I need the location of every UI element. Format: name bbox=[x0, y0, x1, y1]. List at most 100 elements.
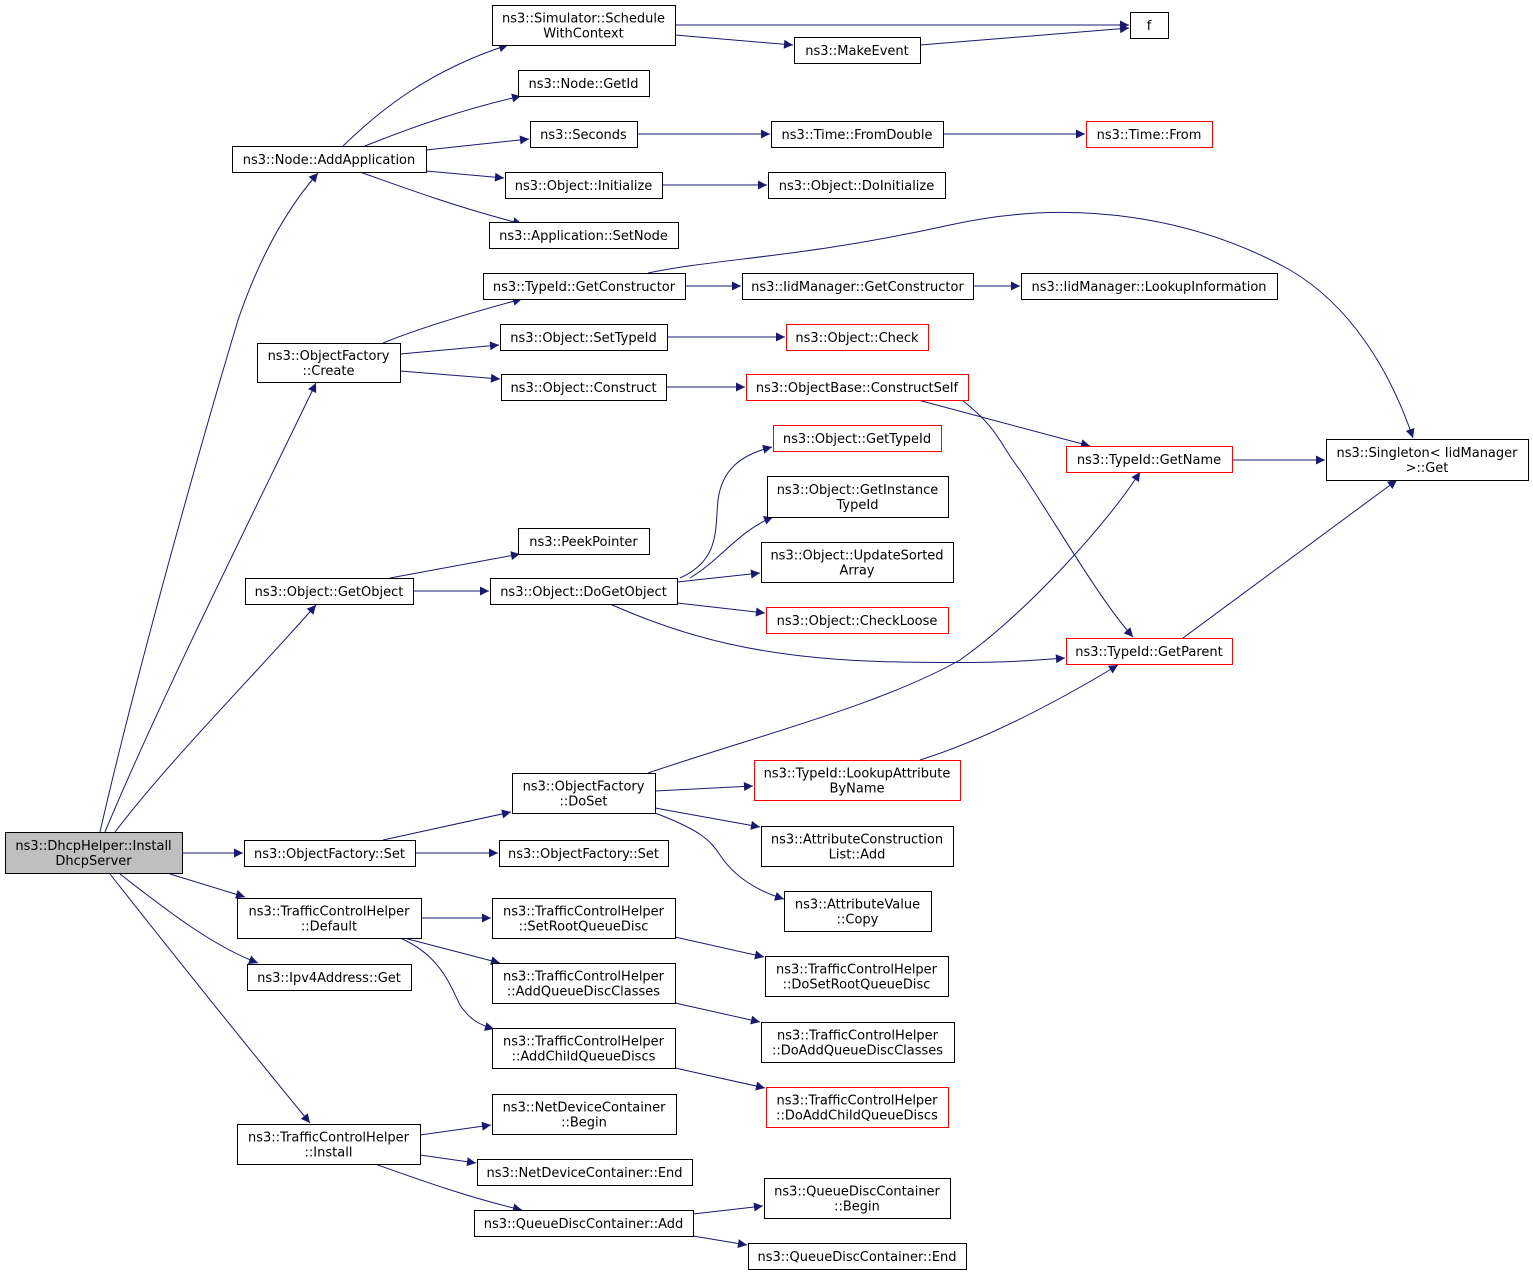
edge-root-to-getObject bbox=[114, 604, 317, 833]
node-addQDClasses[interactable]: ns3::TrafficControlHelper::AddQueueDiscC… bbox=[492, 963, 676, 1004]
node-qdcEnd[interactable]: ns3::QueueDiscContainer::End bbox=[748, 1243, 967, 1270]
node-ipv4Get[interactable]: ns3::Ipv4Address::Get bbox=[247, 964, 412, 991]
node-box bbox=[518, 70, 650, 97]
edge-makeEvent-to-f bbox=[919, 24, 1130, 46]
node-objDoInitialize[interactable]: ns3::Object::DoInitialize bbox=[768, 172, 946, 199]
node-ndcBegin[interactable]: ns3::NetDeviceContainer::Begin bbox=[492, 1094, 677, 1135]
node-typeIdGetParent[interactable]: ns3::TypeId::GetParent bbox=[1066, 638, 1233, 665]
node-label-line: ns3::TrafficControlHelper bbox=[777, 1029, 939, 1044]
node-label-line: ::Create bbox=[303, 364, 355, 379]
node-tchInstall[interactable]: ns3::TrafficControlHelper::Install bbox=[237, 1124, 421, 1165]
node-label-line: ns3::IidManager::GetConstructor bbox=[751, 280, 964, 295]
node-label-line: ns3::ObjectFactory bbox=[523, 780, 645, 795]
node-iidLookupInfo[interactable]: ns3::IidManager::LookupInformation bbox=[1021, 273, 1278, 300]
node-factoryDoSet[interactable]: ns3::ObjectFactory::DoSet bbox=[512, 773, 656, 814]
edge-doGetObject-to-objGetInstTypeId bbox=[689, 516, 774, 579]
node-tchDefault[interactable]: ns3::TrafficControlHelper::Default bbox=[237, 898, 422, 939]
node-seconds[interactable]: ns3::Seconds bbox=[530, 121, 638, 148]
node-factorySet2[interactable]: ns3::ObjectFactory::Set bbox=[499, 840, 669, 867]
node-box bbox=[530, 121, 638, 148]
edge-factoryDoSet-to-lookupAttr bbox=[654, 781, 754, 792]
node-objInitialize[interactable]: ns3::Object::Initialize bbox=[505, 172, 663, 199]
node-box bbox=[761, 542, 954, 583]
node-label-line: ns3::Object::DoGetObject bbox=[500, 585, 667, 600]
edge-factoryCreate-to-objConstruct bbox=[399, 370, 501, 383]
edge-root-to-tchDefault bbox=[169, 873, 246, 899]
node-addApplication[interactable]: ns3::Node::AddApplication bbox=[232, 146, 427, 173]
node-box bbox=[742, 273, 974, 300]
node-doSetRootQD[interactable]: ns3::TrafficControlHelper::DoSetRootQueu… bbox=[765, 956, 949, 997]
node-attrValueCopy[interactable]: ns3::AttributeValue::Copy bbox=[784, 891, 932, 932]
node-constructSelf[interactable]: ns3::ObjectBase::ConstructSelf bbox=[746, 374, 969, 401]
node-objSetTypeId[interactable]: ns3::Object::SetTypeId bbox=[500, 324, 668, 351]
node-qdcBegin[interactable]: ns3::QueueDiscContainer::Begin bbox=[764, 1178, 951, 1219]
node-box bbox=[490, 578, 678, 605]
node-makeEvent[interactable]: ns3::MakeEvent bbox=[794, 37, 921, 64]
node-nodeGetId[interactable]: ns3::Node::GetId bbox=[518, 70, 650, 97]
node-doGetObject[interactable]: ns3::Object::DoGetObject bbox=[490, 578, 678, 605]
node-label-line: ns3::QueueDiscContainer::End bbox=[757, 1250, 956, 1265]
node-checkLoose[interactable]: ns3::Object::CheckLoose bbox=[766, 607, 949, 634]
node-label-line: DhcpServer bbox=[55, 854, 132, 869]
node-box bbox=[492, 1028, 676, 1069]
node-typeIdGetName[interactable]: ns3::TypeId::GetName bbox=[1066, 446, 1233, 473]
node-singletonGet[interactable]: ns3::Singleton< IidManager >::Get bbox=[1326, 439, 1529, 481]
node-box bbox=[754, 760, 961, 801]
node-ndcEnd[interactable]: ns3::NetDeviceContainer::End bbox=[477, 1159, 693, 1186]
node-label-line: ns3::TypeId::GetName bbox=[1077, 453, 1221, 468]
node-box bbox=[489, 222, 679, 249]
node-label-line: ByName bbox=[830, 782, 885, 797]
node-label-line: ns3::ObjectFactory::Set bbox=[508, 847, 659, 862]
node-box bbox=[761, 1022, 955, 1063]
node-box bbox=[499, 840, 669, 867]
edge-factoryDoSet-to-attrValueCopy bbox=[654, 812, 785, 901]
node-doAddQDClasses[interactable]: ns3::TrafficControlHelper::DoAddQueueDis… bbox=[761, 1022, 955, 1063]
node-qdcAdd[interactable]: ns3::QueueDiscContainer::Add bbox=[474, 1210, 694, 1237]
node-iidGetCtor[interactable]: ns3::IidManager::GetConstructor bbox=[742, 273, 974, 300]
node-box bbox=[773, 425, 942, 452]
node-box bbox=[764, 1178, 951, 1219]
edge-doGetObject-to-typeIdGetParent bbox=[609, 603, 1066, 664]
node-appSetNode[interactable]: ns3::Application::SetNode bbox=[489, 222, 679, 249]
node-typeIdGetCtor[interactable]: ns3::TypeId::GetConstructor bbox=[483, 273, 686, 300]
node-timeFrom[interactable]: ns3::Time::From bbox=[1086, 121, 1213, 148]
node-box bbox=[500, 324, 668, 351]
node-objGetTypeId[interactable]: ns3::Object::GetTypeId bbox=[773, 425, 942, 452]
node-objConstruct[interactable]: ns3::Object::Construct bbox=[501, 374, 667, 401]
node-layer: ns3::DhcpHelper::InstallDhcpServerns3::N… bbox=[5, 5, 1529, 1270]
node-label-line: ns3::TypeId::LookupAttribute bbox=[764, 767, 951, 782]
node-label-line: ns3::Object::Check bbox=[795, 331, 919, 346]
node-getObject[interactable]: ns3::Object::GetObject bbox=[245, 578, 414, 605]
node-label-line: ns3::TrafficControlHelper bbox=[248, 1131, 410, 1146]
node-label-line: ::DoAddChildQueueDiscs bbox=[776, 1109, 938, 1124]
node-box bbox=[766, 607, 949, 634]
node-box bbox=[244, 840, 416, 867]
node-label-line: ::Install bbox=[305, 1146, 353, 1161]
node-label-line: ns3::AttributeValue bbox=[795, 898, 920, 913]
node-factoryCreate[interactable]: ns3::ObjectFactory::Create bbox=[257, 343, 401, 383]
edge-factoryCreate-to-typeIdGetCtor bbox=[382, 296, 523, 344]
node-addChildQDs[interactable]: ns3::TrafficControlHelper::AddChildQueue… bbox=[492, 1028, 676, 1069]
node-label-line: ns3::TrafficControlHelper bbox=[503, 1035, 665, 1050]
node-box bbox=[483, 273, 686, 300]
node-factorySet[interactable]: ns3::ObjectFactory::Set bbox=[244, 840, 416, 867]
node-doAddChildQDs[interactable]: ns3::TrafficControlHelper::DoAddChildQue… bbox=[766, 1087, 949, 1128]
node-peekPointer[interactable]: ns3::PeekPointer bbox=[518, 528, 650, 555]
edge-setRootQD-to-doSetRootQD bbox=[674, 936, 765, 960]
edge-scheduleCtx-to-makeEvent bbox=[674, 34, 794, 49]
node-timeFromDouble[interactable]: ns3::Time::FromDouble bbox=[771, 121, 944, 148]
node-f[interactable]: f bbox=[1130, 12, 1169, 39]
node-box bbox=[492, 1094, 677, 1135]
node-label-line: ns3::Object::SetTypeId bbox=[510, 331, 656, 346]
node-objCheck[interactable]: ns3::Object::Check bbox=[786, 324, 929, 351]
node-label-line: ::Begin bbox=[834, 1200, 880, 1215]
node-label-line: ns3::Application::SetNode bbox=[499, 229, 668, 244]
node-setRootQD[interactable]: ns3::TrafficControlHelper::SetRootQueueD… bbox=[492, 898, 676, 939]
node-label-line: ns3::ObjectBase::ConstructSelf bbox=[756, 381, 959, 396]
